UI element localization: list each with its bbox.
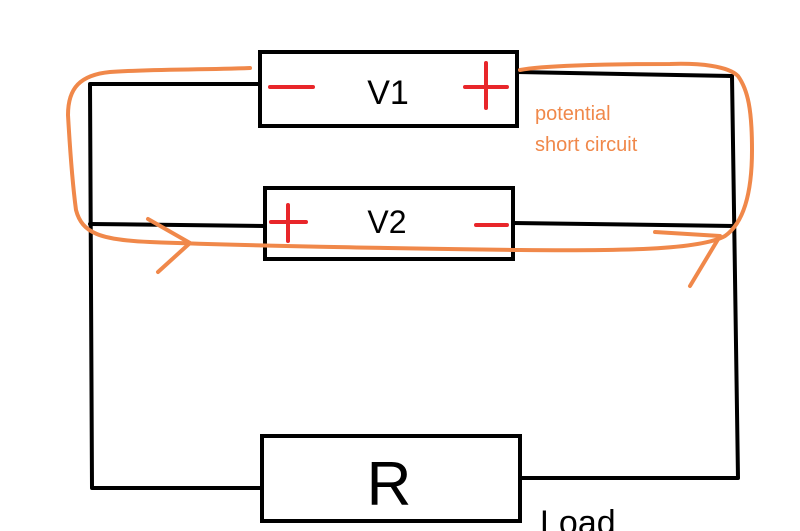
wire-left-rail <box>88 82 264 490</box>
wires <box>88 70 740 490</box>
source-v1-plus-sign <box>463 61 509 110</box>
short-circuit-note-line1: potential <box>535 103 611 125</box>
load-label: Load <box>540 504 616 531</box>
short-circuit-loop-outline <box>66 61 754 253</box>
resistor-body <box>260 434 522 523</box>
source-v1: V1 <box>258 50 519 128</box>
short-circuit-note-line2: short circuit <box>535 134 638 156</box>
wire-v2-left <box>88 222 267 228</box>
source-v2-plus-sign <box>269 203 308 243</box>
short-circuit-loop <box>66 61 754 288</box>
source-v1-label: V1 <box>367 74 409 112</box>
resistor-label: R <box>367 450 412 519</box>
source-v2-label: V2 <box>367 204 406 240</box>
loop-arrow-right <box>653 230 722 288</box>
loop-arrow-left <box>146 217 192 274</box>
wire-right-rail <box>515 70 740 480</box>
wire-v2-right <box>511 221 736 228</box>
resistor-load: R <box>260 434 522 523</box>
